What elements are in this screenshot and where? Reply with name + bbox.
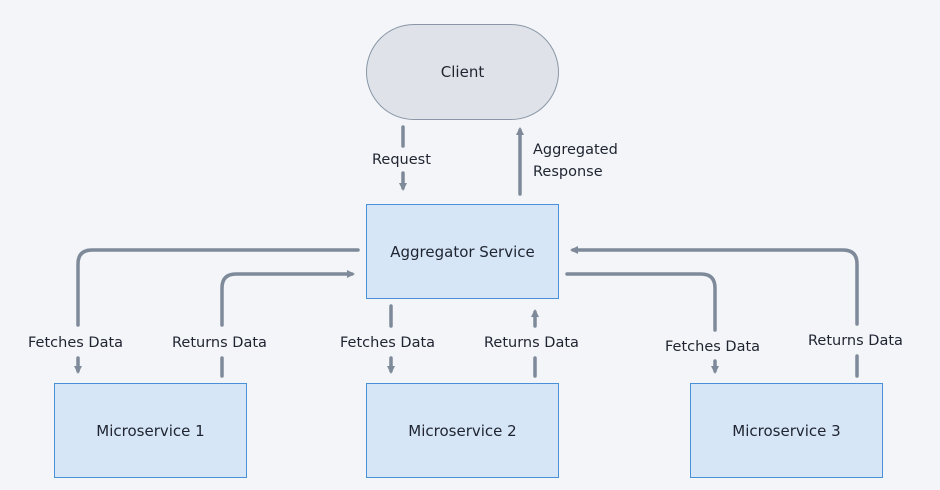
return2-label: Returns Data xyxy=(484,335,579,351)
return3-connector xyxy=(570,246,859,326)
return1-label: Returns Data xyxy=(172,335,267,351)
microservice-2-node: Microservice 2 xyxy=(366,383,559,478)
aggregated-response-label: Aggregated Response xyxy=(533,139,618,183)
aggregated-response-line1: Aggregated xyxy=(533,142,618,158)
aggregator-label: Aggregator Service xyxy=(390,242,535,261)
request-label: Request xyxy=(372,152,431,168)
fetch1-label: Fetches Data xyxy=(28,335,124,351)
microservice-2-label: Microservice 2 xyxy=(408,421,517,440)
microservice-3-node: Microservice 3 xyxy=(690,383,883,478)
fetch2-label: Fetches Data xyxy=(340,335,436,351)
aggregated-response-line2: Response xyxy=(533,164,603,180)
microservice-1-node: Microservice 1 xyxy=(54,383,247,478)
return1-connector xyxy=(220,270,355,327)
fetch3-connector xyxy=(565,272,717,332)
microservice-1-label: Microservice 1 xyxy=(96,421,205,440)
aggregator-service-node: Aggregator Service xyxy=(366,204,559,299)
client-node: Client xyxy=(366,24,559,120)
microservice-3-label: Microservice 3 xyxy=(732,421,841,440)
return3-label: Returns Data xyxy=(808,333,903,349)
fetch1-connector xyxy=(76,248,360,327)
fetch3-label: Fetches Data xyxy=(665,339,761,355)
client-label: Client xyxy=(440,63,485,81)
